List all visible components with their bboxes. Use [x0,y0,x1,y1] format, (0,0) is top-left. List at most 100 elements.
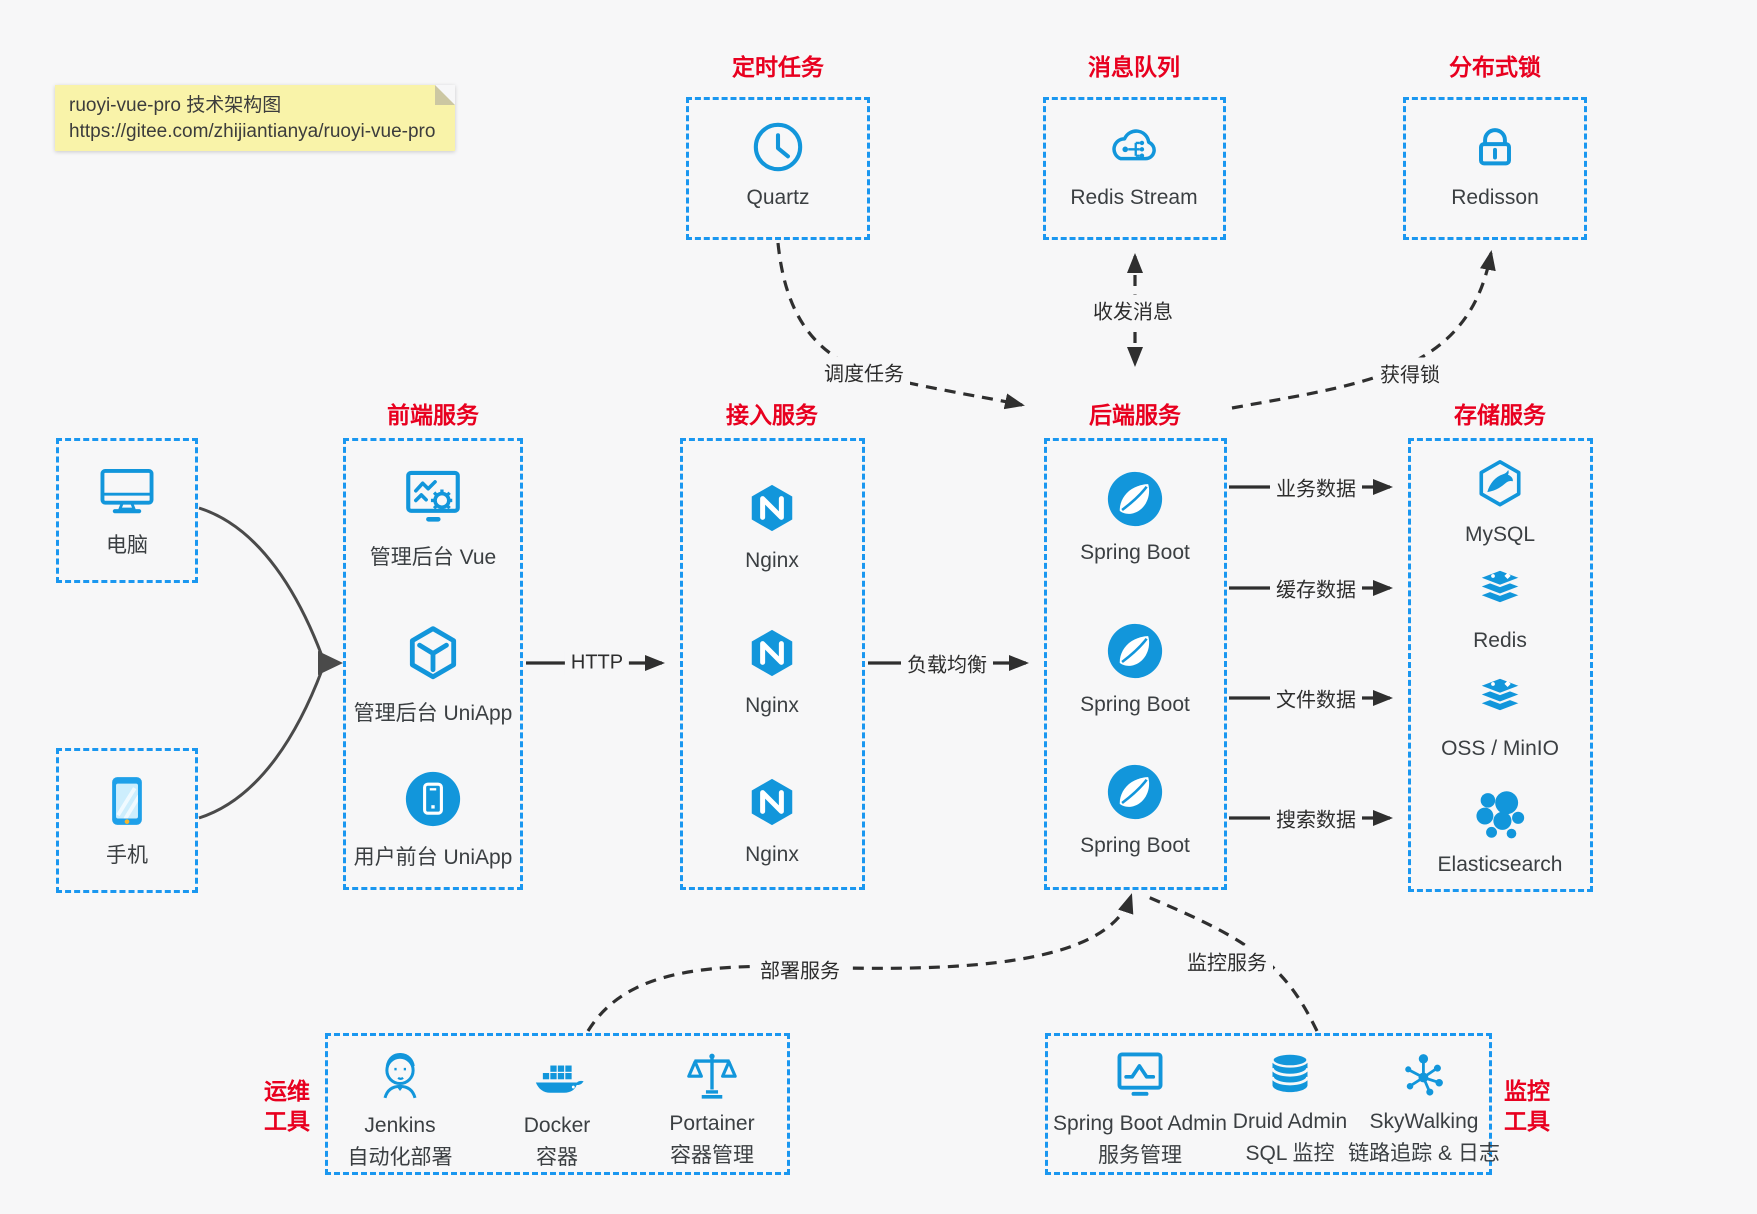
group-title-storage: 存储服务 [1454,402,1546,428]
note-fold-corner [435,85,455,105]
cloud-stream-icon [1112,129,1156,161]
smartphone-icon [112,777,142,825]
node-label: 电脑 [106,534,148,557]
oss-icon [1475,676,1525,713]
node-label: MySQL [1464,523,1535,546]
node-label: Portainer [669,1112,755,1135]
edge-pc-to-frontend [198,506,324,657]
group-title-backend: 后端服务 [1089,402,1181,428]
box-distributed-lock [1403,97,1587,240]
node-phone: 手机 [37,770,217,869]
node-sublabel: 容器管理 [670,1144,754,1167]
box-frontend [343,438,523,890]
node-elasticsearch: Elasticsearch [1410,784,1590,877]
jenkins-icon [383,1052,417,1099]
clock-icon [753,122,803,172]
edge-deploy-service [586,893,1134,1032]
edge-label-monitor-service: 监控服务 [1181,945,1273,977]
node-admin-vue: 管理后台 Vue [343,464,523,571]
spring-icon [1107,471,1163,527]
user-uniapp-icon [405,771,461,827]
node-sublabel: 链路追踪 & 日志 [1348,1142,1500,1165]
node-user-uniapp: 用户前台 UniApp [343,768,523,871]
elasticsearch-icon [1476,791,1525,839]
ops-title-line1: 运维 [264,1078,310,1104]
node-label: Nginx [745,843,799,866]
node-label: Nginx [745,549,799,572]
edge-label-deploy-service: 部署服务 [754,953,846,985]
node-label: Redis [1473,629,1527,652]
group-title-monitor-tools: 监控 工具 [1504,1076,1589,1136]
box-backend [1044,438,1227,890]
node-sublabel: 自动化部署 [347,1146,453,1169]
node-sublabel: 容器 [536,1146,578,1169]
nginx-icon [751,778,793,826]
node-pc: 电脑 [37,460,217,559]
monitor-title-line2: 工具 [1504,1108,1550,1134]
node-druid-admin: Druid Admin SQL 监控 [1200,1046,1380,1167]
group-title-ops-tools: 运维 工具 [225,1076,310,1136]
node-sublabel: 服务管理 [1098,1144,1182,1167]
sticky-note: ruoyi-vue-pro 技术架构图 https://gitee.com/zh… [55,85,455,151]
node-spring-boot-admin: Spring Boot Admin 服务管理 [1050,1046,1230,1169]
box-ops-tools [325,1033,790,1175]
group-title-gateway: 接入服务 [726,402,818,428]
admin-vue-icon [406,470,460,522]
note-url: https://gitee.com/zhijiantianya/ruoyi-vu… [69,121,436,142]
edge-label-business-data: 业务数据 [1270,471,1362,503]
docker-icon [535,1065,584,1093]
redis-icon [1475,568,1525,605]
node-quartz: Quartz [688,119,868,210]
node-nginx-3: Nginx [682,772,862,867]
node-label: Elasticsearch [1437,853,1563,876]
box-monitor-tools [1045,1033,1492,1175]
mysql-icon [1479,460,1521,507]
uniapp-cube-icon [409,626,457,680]
group-title-scheduled-task: 定时任务 [732,54,824,80]
edge-label-load-balance: 负载均衡 [901,647,993,679]
client-arrowhead [318,651,343,675]
node-label: OSS / MinIO [1441,737,1559,760]
node-label: Redis Stream [1070,186,1198,209]
node-label: Spring Boot [1080,541,1190,564]
node-spring-boot-2: Spring Boot [1045,620,1225,717]
node-jenkins: Jenkins 自动化部署 [310,1046,490,1171]
spring-icon [1107,764,1163,820]
group-title-message-queue: 消息队列 [1088,54,1180,80]
node-redis: Redis [1410,562,1590,653]
druid-db-icon [1271,1052,1309,1093]
node-sublabel: SQL 监控 [1245,1142,1335,1165]
box-scheduled-task [686,97,870,240]
node-label: Redisson [1451,186,1539,209]
portainer-icon [687,1053,737,1099]
node-label: 用户前台 UniApp [353,846,513,869]
lock-icon [1479,128,1511,166]
node-label: Spring Boot [1080,834,1190,857]
edge-label-acquire-lock: 获得锁 [1374,357,1446,389]
box-pc-client [56,438,198,583]
group-title-frontend: 前端服务 [387,402,479,428]
edge-phone-to-frontend [198,669,324,820]
edge-label-http: HTTP [564,650,630,676]
edge-label-schedule-task: 调度任务 [818,356,910,388]
nginx-icon [751,629,793,677]
node-label: Nginx [745,694,799,717]
node-redisson: Redisson [1405,119,1585,210]
edge-acquire-lock [1231,250,1496,410]
box-message-queue [1043,97,1226,240]
node-nginx-1: Nginx [682,478,862,573]
ops-title-line2: 工具 [264,1108,310,1134]
node-nginx-2: Nginx [682,623,862,718]
node-label: 管理后台 UniApp [353,702,513,725]
node-label: Spring Boot [1080,693,1190,716]
node-spring-boot-3: Spring Boot [1045,761,1225,858]
node-label: 手机 [106,844,148,867]
nginx-icon [751,484,793,532]
box-gateway [680,438,865,890]
node-label: Quartz [746,186,810,209]
node-label: 管理后台 Vue [369,546,497,569]
monitor-title-line1: 监控 [1504,1078,1550,1104]
edge-label-cache-data: 缓存数据 [1270,572,1362,604]
node-docker: Docker 容器 [467,1048,647,1171]
